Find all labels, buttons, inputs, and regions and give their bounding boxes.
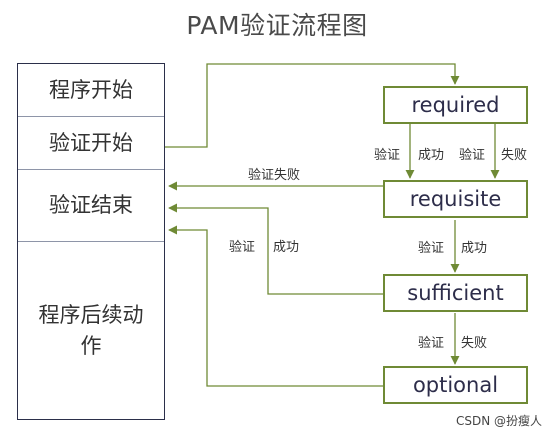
stage-auth-end: 验证结束: [18, 170, 164, 242]
control-required: required: [383, 86, 528, 124]
control-label: optional: [412, 373, 499, 397]
stage-auth-start: 验证开始: [18, 117, 164, 170]
diagram-title: PAM验证流程图: [186, 11, 368, 40]
label-requisite-fail: 验证失败: [248, 168, 301, 183]
label-sufficient-success-verify: 验证: [229, 240, 256, 255]
arrow-start-to-required: [165, 63, 460, 148]
label-required-success-result: 成功: [418, 148, 445, 163]
label-required-success-verify: 验证: [374, 148, 401, 163]
label-required-fail-verify: 验证: [459, 148, 486, 163]
stage-label: 验证开始: [49, 130, 133, 155]
stage-program-start: 程序开始: [18, 64, 164, 117]
label-sufficient-success-result: 成功: [273, 240, 300, 255]
arrow-optional-back: [168, 225, 383, 387]
control-label: required: [411, 93, 500, 117]
control-optional: optional: [383, 366, 528, 404]
control-requisite: requisite: [383, 180, 528, 218]
label-required-fail-result: 失败: [501, 148, 528, 163]
stage-label: 程序后续动作: [38, 303, 144, 358]
label-sufficient-fail-verify: 验证: [418, 336, 445, 351]
label-requisite-success-verify: 验证: [418, 241, 445, 256]
stage-label: 程序开始: [49, 77, 133, 102]
program-stage-panel: 程序开始 验证开始 验证结束 程序后续动作: [17, 63, 165, 420]
label-sufficient-fail-result: 失败: [461, 336, 488, 351]
control-sufficient: sufficient: [383, 274, 528, 312]
stage-label: 验证结束: [49, 193, 133, 218]
watermark: CSDN @扮瘦人: [455, 414, 542, 428]
arrow-sufficient-success: [168, 203, 383, 295]
label-requisite-success-result: 成功: [461, 241, 488, 256]
control-label: sufficient: [407, 281, 504, 305]
control-label: requisite: [409, 187, 502, 211]
stage-program-followup: 程序后续动作: [18, 242, 164, 419]
